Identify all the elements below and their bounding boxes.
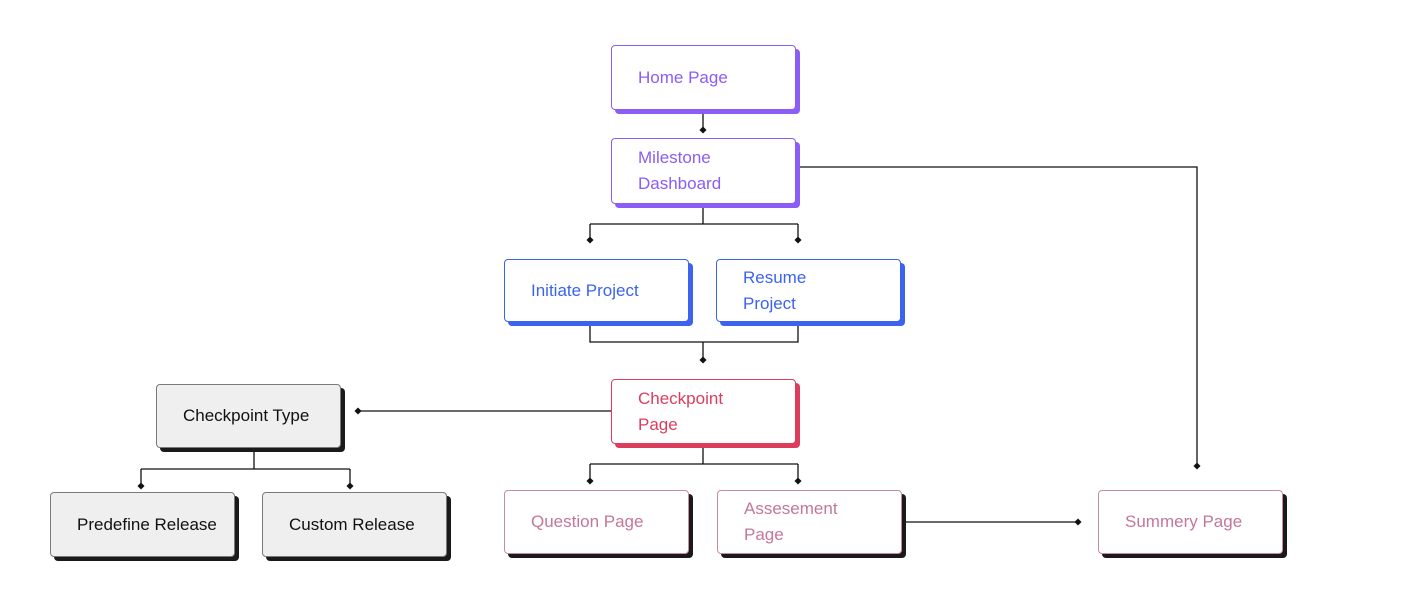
node-home-page[interactable]: Home Page [611, 45, 796, 110]
node-assessment-page[interactable]: Assesement Page [717, 490, 902, 554]
connector-type-split [140, 448, 351, 486]
node-home-page-label: Home Page [638, 67, 728, 87]
node-summary-page-label: Summery Page [1125, 512, 1243, 531]
connector-checkpoint-split [589, 444, 799, 481]
node-milestone-dashboard-label: Milestone Dashboard [638, 148, 722, 193]
node-initiate-project-label: Initiate Project [531, 280, 639, 300]
node-predefine-release[interactable]: Predefine Release [50, 492, 235, 557]
node-resume-project-label: Resume Project [743, 267, 807, 313]
node-milestone-dashboard[interactable]: Milestone Dashboard [611, 138, 796, 204]
arrow-dot-initiate [586, 236, 594, 244]
arrow-dot-custom [346, 482, 354, 490]
arrow-dot-milestone [699, 126, 707, 134]
node-assessment-page-label: Assesement Page [744, 499, 838, 544]
node-summary-page[interactable]: Summery Page [1098, 490, 1283, 554]
node-checkpoint-page-label: Checkpoint Page [638, 388, 724, 434]
node-custom-release-label: Custom Release [289, 514, 415, 534]
arrow-dot-predefine [137, 482, 145, 490]
node-initiate-project[interactable]: Initiate Project [504, 259, 689, 322]
node-checkpoint-type[interactable]: Checkpoint Type [156, 384, 341, 448]
node-predefine-release-label: Predefine Release [77, 514, 217, 534]
arrow-dot-question [586, 477, 594, 485]
node-resume-project[interactable]: Resume Project [716, 259, 901, 322]
node-question-page[interactable]: Question Page [504, 490, 689, 554]
arrow-dot-summary-left [1074, 518, 1082, 526]
node-checkpoint-page[interactable]: Checkpoint Page [611, 379, 796, 444]
node-question-page-label: Question Page [531, 512, 644, 531]
connector-merge-checkpoint [589, 322, 799, 360]
connector-milestone-split [589, 204, 799, 240]
arrow-dot-checkpoint-type [354, 407, 362, 415]
arrow-dot-summary-top [1193, 462, 1201, 470]
arrow-dot-resume [794, 236, 802, 244]
node-custom-release[interactable]: Custom Release [262, 492, 447, 557]
node-checkpoint-type-label: Checkpoint Type [183, 406, 310, 425]
arrow-dot-checkpoint [699, 356, 707, 364]
arrow-dot-assessment [794, 477, 802, 485]
connector-milestone-summary [796, 166, 1198, 466]
